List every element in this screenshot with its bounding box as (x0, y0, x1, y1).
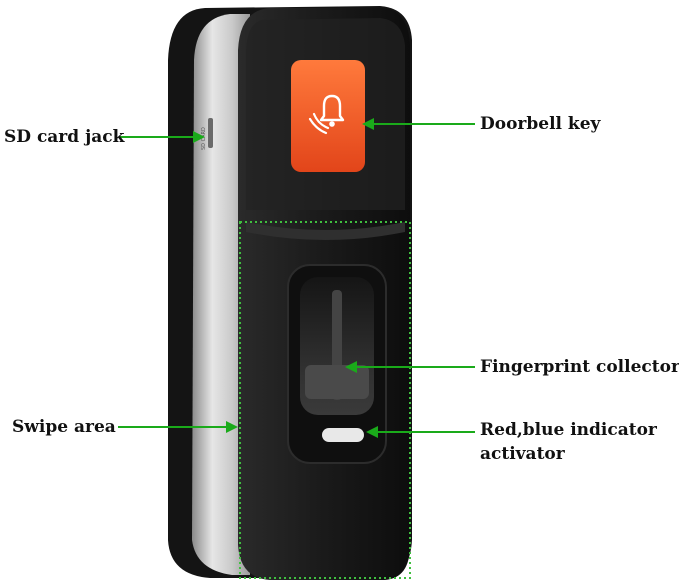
sd-card-slot (208, 118, 213, 148)
label-swipe-area: Swipe area (12, 417, 116, 437)
arrow-doorbell (362, 118, 475, 130)
svg-text:SD CARD: SD CARD (201, 127, 207, 150)
swipe-area-box (239, 221, 411, 579)
arrow-sd-card (120, 131, 205, 143)
label-sd-card-jack: SD card jack (4, 127, 125, 147)
label-indicator-line1: Red,blue indicator (480, 420, 657, 440)
doorbell-button (291, 60, 365, 172)
label-indicator-line2: activator (480, 444, 565, 464)
label-fingerprint-collector: Fingerprint collector (480, 357, 679, 377)
arrow-swipe (118, 421, 238, 433)
arrow-fingerprint (345, 361, 475, 373)
arrow-indicator (366, 426, 475, 438)
device-side-panel (192, 14, 250, 575)
indicator-light (322, 428, 364, 442)
label-doorbell-key: Doorbell key (480, 114, 601, 134)
bell-icon (308, 94, 345, 135)
